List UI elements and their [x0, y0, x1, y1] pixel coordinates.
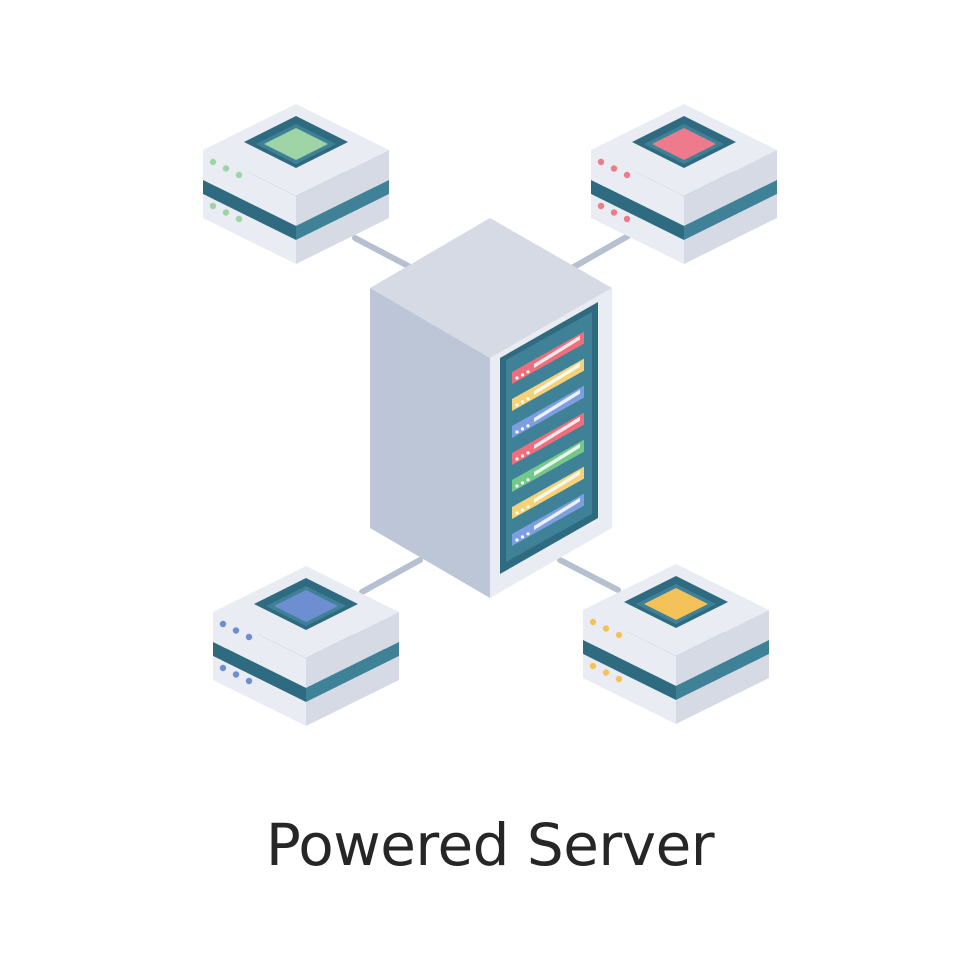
top-left-server-node [203, 104, 389, 264]
rack-led [526, 451, 530, 455]
rack-led [520, 535, 525, 539]
indicator-light [232, 671, 240, 678]
chip-accent [264, 128, 328, 160]
indicator-light [615, 675, 623, 683]
rack-led [526, 424, 530, 428]
bottom-right-server-node [583, 564, 769, 724]
rack-led [520, 427, 525, 431]
chip-accent [644, 588, 708, 620]
bottom-left-server-node [213, 566, 399, 726]
connector-line [557, 557, 621, 593]
indicator-light [615, 631, 623, 639]
indicator-light [209, 202, 217, 210]
indicator-light [623, 171, 631, 179]
indicator-light [602, 669, 610, 676]
top-right-server-node [591, 104, 777, 264]
indicator-light [245, 677, 253, 685]
rack-led [515, 484, 519, 488]
rack-unit [512, 331, 584, 384]
indicator-light [232, 627, 240, 634]
rack-led [526, 532, 530, 536]
indicator-light [623, 215, 631, 223]
chip-accent [274, 590, 338, 622]
rack-led [515, 511, 519, 515]
rack-unit [512, 439, 584, 492]
indicator-light [610, 165, 618, 172]
indicator-light [245, 633, 253, 641]
back-server-nodes [203, 104, 777, 264]
connector-line [569, 233, 631, 271]
central-server-tower [370, 218, 612, 598]
connector-line [352, 235, 415, 271]
indicator-light [235, 171, 243, 179]
rack-led [520, 508, 525, 512]
rack-led [520, 373, 525, 377]
indicator-light [597, 202, 605, 210]
rack-led [520, 454, 525, 458]
rack-led [515, 376, 519, 380]
indicator-light [610, 209, 618, 216]
rack-led [526, 478, 530, 482]
indicator-light [222, 165, 230, 172]
tower-top [370, 218, 612, 358]
rack-unit [512, 385, 584, 438]
indicator-light [589, 618, 597, 626]
indicator-light [209, 158, 217, 166]
connector-line [359, 557, 423, 595]
caption-title: Powered Server [265, 811, 715, 879]
indicator-light [597, 158, 605, 166]
rack-unit [512, 412, 584, 465]
rack-led [515, 403, 519, 407]
rack-unit [512, 358, 584, 411]
indicator-light [219, 664, 227, 672]
connectors [352, 233, 631, 595]
chip-accent [652, 128, 716, 160]
indicator-light [589, 662, 597, 670]
indicator-light [219, 620, 227, 628]
rack-led [520, 481, 525, 485]
rack-led [520, 400, 525, 404]
rack-led [515, 457, 519, 461]
rack-unit [512, 493, 584, 546]
indicator-light [222, 209, 230, 216]
indicator-light [235, 215, 243, 223]
indicator-light [602, 625, 610, 632]
rack-led [526, 397, 530, 401]
front-server-nodes [213, 564, 769, 726]
rack-led [515, 430, 519, 434]
rack-led [526, 505, 530, 509]
tower-left-face [370, 288, 490, 598]
rack-led [515, 538, 519, 542]
rack-unit [512, 466, 584, 519]
rack-led [526, 370, 530, 374]
